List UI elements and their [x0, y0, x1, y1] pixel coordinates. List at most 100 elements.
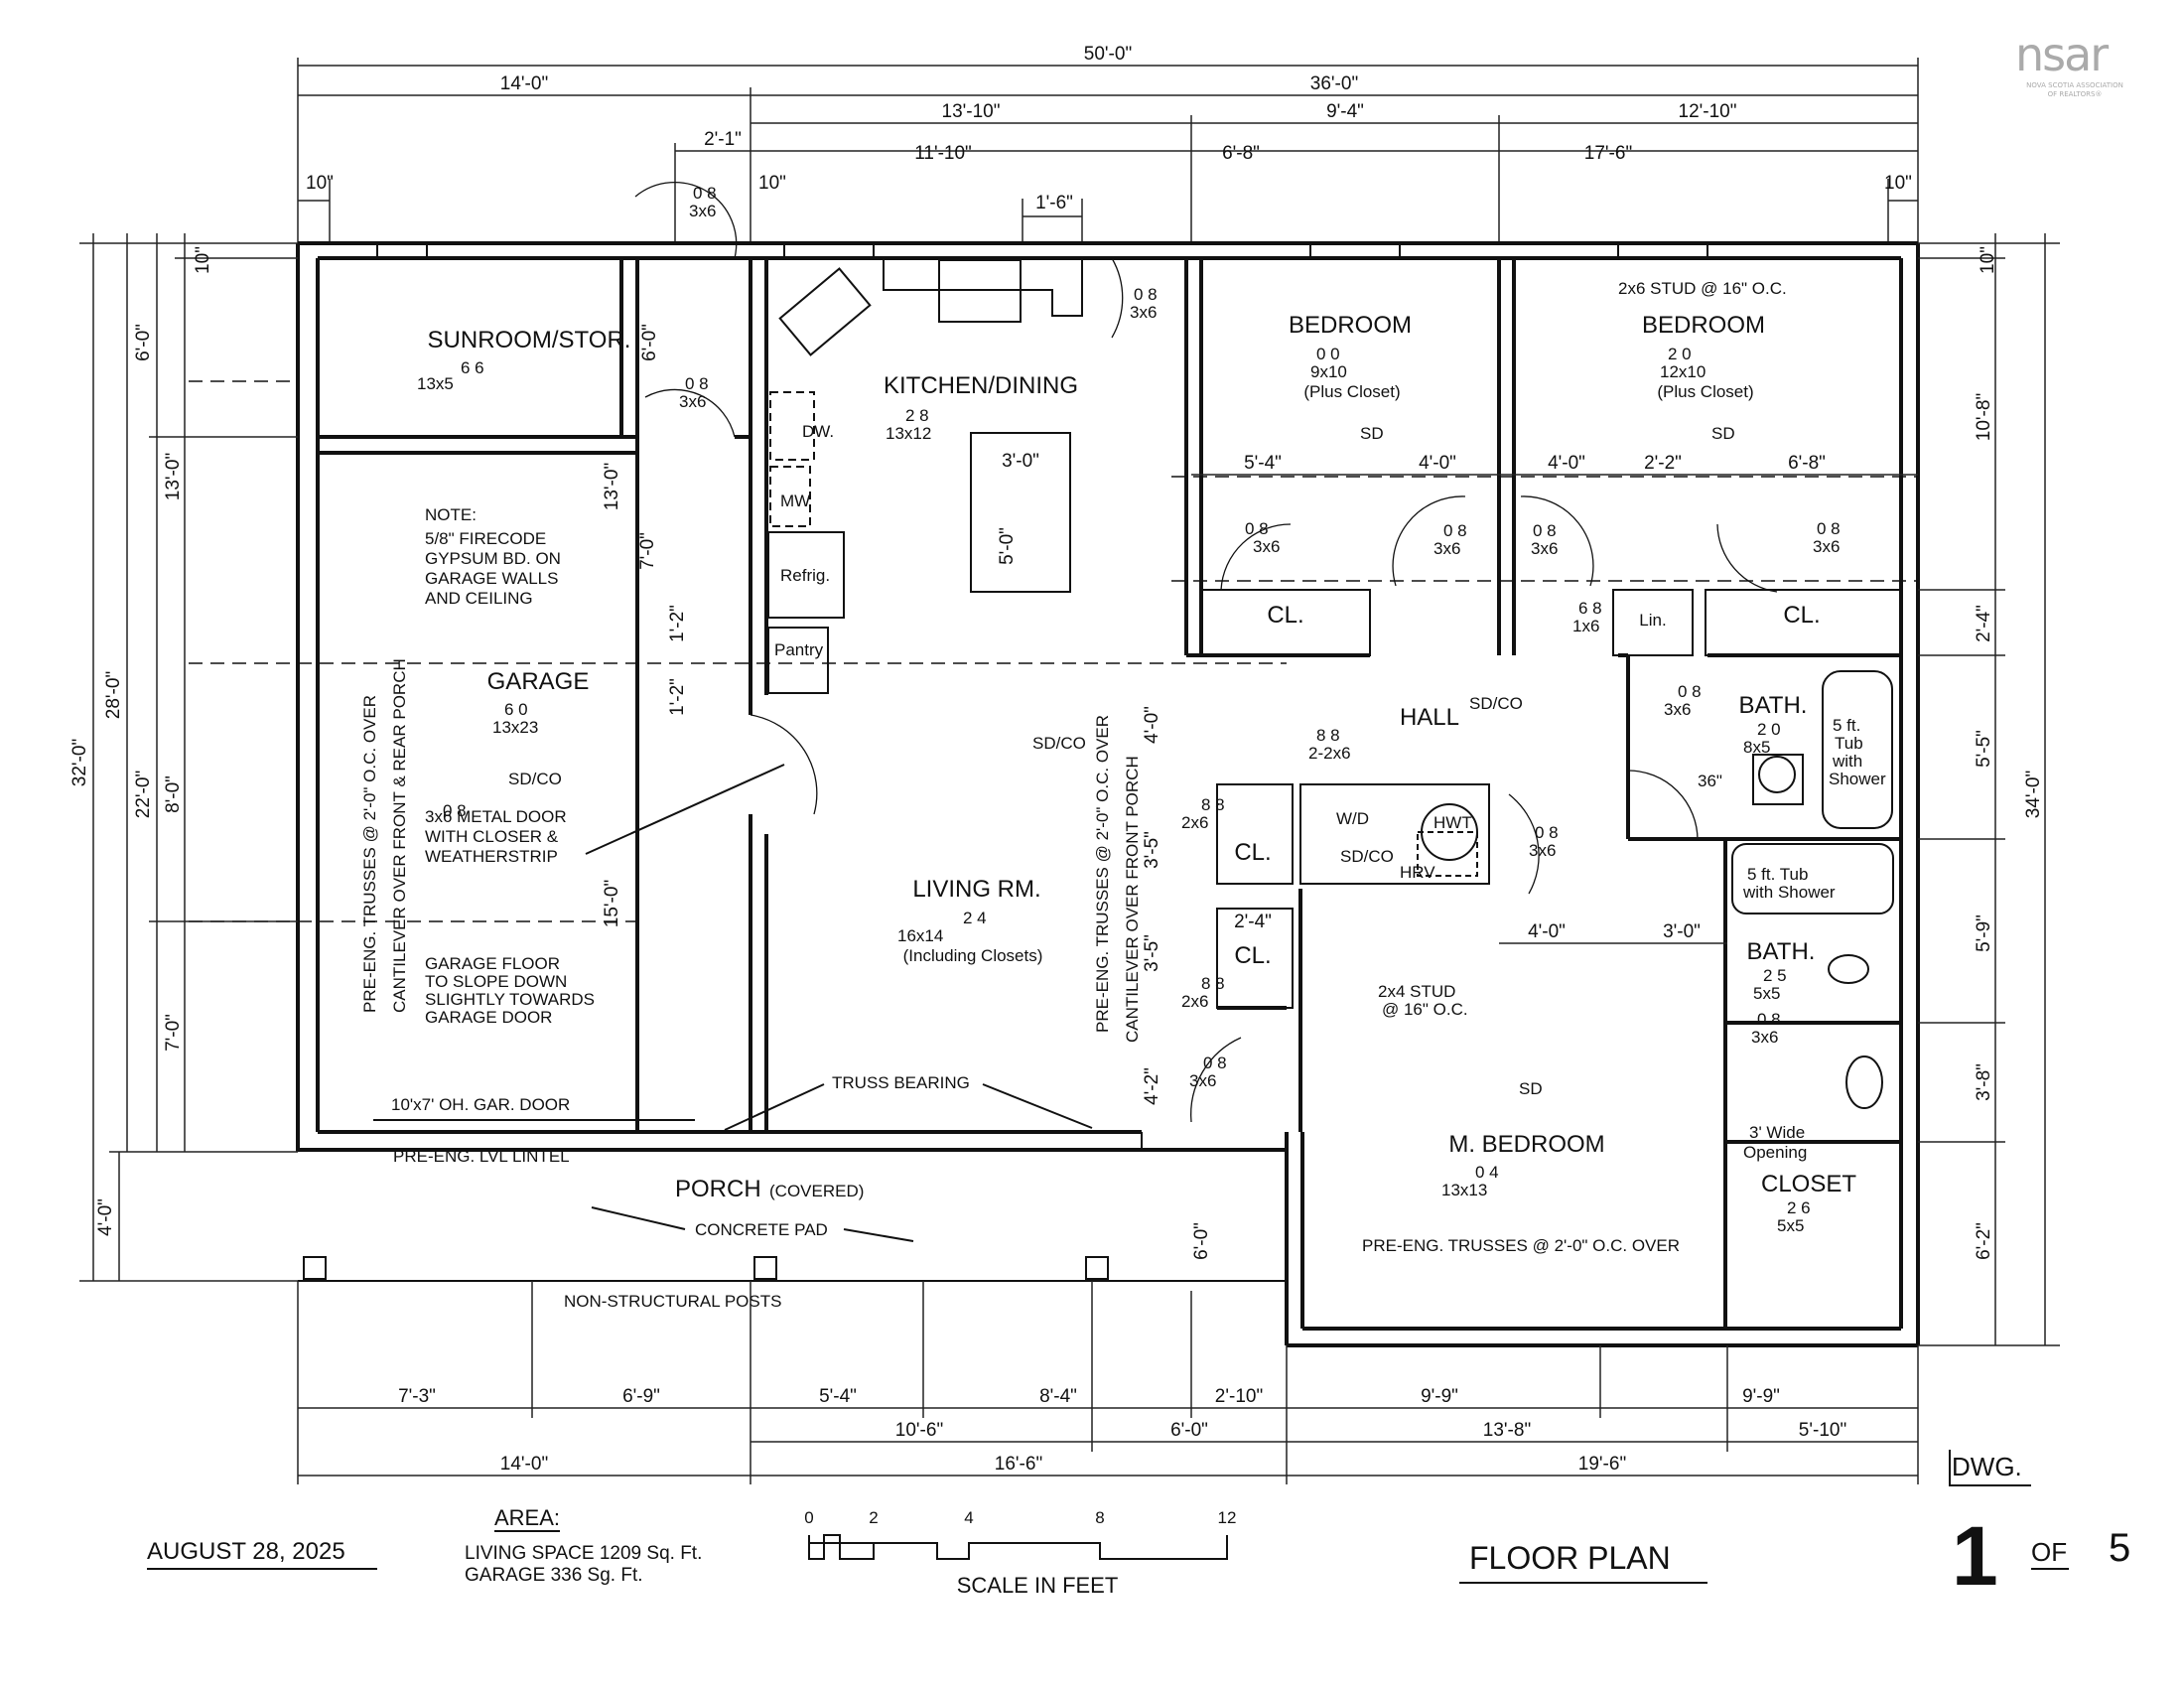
int-6-8: 6'-8" [1788, 453, 1826, 474]
door-3-type: 3x6 [679, 392, 706, 411]
posts-note: NON-STRUCTURAL POSTS [564, 1292, 781, 1311]
slope-note-2: TO SLOPE DOWN [425, 972, 567, 991]
dim-left-32: 32'-0" [69, 739, 90, 786]
dwg-label: DWG. [1952, 1452, 2022, 1481]
bedroom-2-ceiling: 2 0 [1668, 345, 1692, 363]
door-3-size: 0 8 [685, 374, 709, 393]
room-bedroom-1: BEDROOM [1289, 312, 1412, 339]
metal-door-note-1: 3x6 METAL DOOR [425, 807, 567, 826]
concrete-pad-note: CONCRETE PAD [695, 1220, 828, 1239]
dim-bot-9-9a: 9'-9" [1421, 1386, 1458, 1407]
garage-door-note: 10'x7' OH. GAR. DOOR [391, 1095, 570, 1114]
of-label: OF [2031, 1537, 2067, 1567]
dim-right-34: 34'-0" [2023, 771, 2044, 818]
right-dimensions: 10" 10'-8" 2'-4" 5'-5" 5'-9" 3'-8" 6'-2"… [1918, 233, 2060, 1346]
door-14-type: 3x6 [1189, 1071, 1216, 1090]
door-5-size: 0 8 [1443, 521, 1467, 540]
bath-1-ceiling: 2 0 [1757, 720, 1781, 739]
room-closet: CLOSET [1761, 1171, 1856, 1197]
door-7-type: 3x6 [1813, 537, 1840, 556]
label-hwt: HWT [1433, 813, 1472, 832]
room-bath-1: BATH. [1739, 692, 1808, 719]
bottom-dimensions: 7'-3" 6'-9" 5'-4" 8'-4" 2'-10" 9'-9" 9'-… [297, 1281, 1919, 1484]
dim-6-8: 6'-8" [1222, 143, 1260, 164]
dim-bot-14-0: 14'-0" [500, 1454, 548, 1475]
kitchen-size: 13x12 [886, 424, 931, 443]
garage-note-4: AND CEILING [425, 589, 533, 608]
master-sd: SD [1519, 1079, 1543, 1098]
dim-left-14: 14'-0" [500, 73, 548, 94]
closet-ceiling: 2 6 [1787, 1198, 1811, 1217]
master-size: 13x13 [1441, 1181, 1487, 1199]
clear-36-note: 36" [1698, 772, 1722, 790]
closet-label-1: CL. [1267, 602, 1303, 629]
int-6-0-garage: 6'-0" [639, 324, 660, 361]
dim-right-36: 36'-0" [1310, 73, 1358, 94]
bath-1-size: 8x5 [1743, 738, 1770, 757]
dim-left-28: 28'-0" [103, 671, 124, 719]
room-kitchen: KITCHEN/DINING [884, 372, 1078, 399]
living-ceiling: 2 4 [963, 909, 987, 927]
label-hrv: HRV [1400, 863, 1435, 882]
metal-door-note-2: WITH CLOSER & [425, 827, 559, 846]
drawing-title: FLOOR PLAN [1469, 1540, 1671, 1576]
kitchen-ceiling: 2 8 [905, 406, 929, 425]
door-2-size: 0 8 [1134, 285, 1158, 304]
int-4-0-hall: 4'-0" [1528, 921, 1566, 942]
annotations: DW. MW Refrig. Pantry SD/CO SD/CO SD/CO … [360, 184, 1918, 1311]
left-dimensions: 32'-0" 28'-0" 22'-0" 13'-0" 8'-0" 7'-0" … [69, 233, 298, 1282]
dim-12-10: 12'-10" [1679, 101, 1737, 122]
garage-size: 13x23 [492, 718, 538, 737]
trusses-master: PRE-ENG. TRUSSES @ 2'-0" O.C. OVER [1362, 1236, 1680, 1255]
door-11-type: 2x6 [1181, 813, 1208, 832]
door-11-size: 8 8 [1201, 795, 1225, 814]
int-7-0-garage: 7'-0" [637, 532, 658, 570]
dim-11-10: 11'-10" [914, 143, 972, 164]
int-6-0-porch: 6'-0" [1191, 1222, 1212, 1260]
dim-bot-5-10: 5'-10" [1799, 1420, 1846, 1441]
door-6-type: 3x6 [1531, 539, 1558, 558]
int-13-0-garage: 13'-0" [602, 463, 622, 510]
dim-right-2-4: 2'-4" [1974, 605, 1994, 642]
dim-bot-5-4: 5'-4" [819, 1386, 857, 1407]
scale-tick-12: 12 [1218, 1508, 1237, 1527]
title-block: AUGUST 28, 2025 AREA: LIVING SPACE 1209 … [147, 1450, 2130, 1603]
porch-qualifier: (COVERED) [769, 1182, 864, 1200]
dim-13-10: 13'-10" [942, 101, 1001, 122]
label-wd: W/D [1336, 809, 1369, 828]
door-1-type: 3x6 [689, 202, 716, 220]
int-4-2: 4'-2" [1142, 1067, 1162, 1105]
trusses-garage-1: PRE-ENG. TRUSSES @ 2'-0" O.C. OVER [360, 695, 379, 1013]
closet-label-4: CL. [1234, 942, 1271, 969]
dim-right-5-5: 5'-5" [1974, 730, 1994, 768]
bath-2-ceiling: 2 5 [1763, 966, 1787, 985]
dim-right-5-9: 5'-9" [1974, 914, 1994, 952]
tub-1-line-3: with [1832, 752, 1862, 771]
door-7-size: 0 8 [1817, 519, 1841, 538]
closet-label-2: CL. [1783, 602, 1820, 629]
room-garage: GARAGE [487, 668, 590, 695]
door-1-size: 0 8 [693, 184, 717, 203]
dim-bot-16-6: 16'-6" [995, 1454, 1042, 1475]
dim-bot-10-6: 10'-6" [895, 1420, 943, 1441]
stud-top-note: 2x6 STUD @ 16" O.C. [1618, 279, 1787, 298]
living-size: 16x14 [897, 926, 943, 945]
label-dw: DW. [802, 422, 834, 441]
door-2-type: 3x6 [1130, 303, 1157, 322]
dim-right-6-2: 6'-2" [1974, 1222, 1994, 1260]
slope-note-4: GARAGE DOOR [425, 1008, 552, 1027]
room-labels: SUNROOM/STOR. 6 6 13x5 KITCHEN/DINING 2 … [417, 312, 1856, 1235]
master-ceiling: 0 4 [1475, 1163, 1499, 1182]
dim-bot-2-10: 2'-10" [1215, 1386, 1263, 1407]
top-dimensions: 50'-0" 14'-0" 36'-0" 13'-10" 9'-4" 12'-1… [297, 44, 1919, 243]
int-3-0-hall: 3'-0" [1663, 921, 1701, 942]
int-4-0b: 4'-0" [1548, 453, 1585, 474]
dim-bot-8-4: 8'-4" [1039, 1386, 1077, 1407]
dim-1-6: 1'-6" [1035, 193, 1073, 213]
garage-note-1: 5/8" FIRECODE [425, 529, 546, 548]
bedroom-1-note: (Plus Closet) [1303, 382, 1400, 401]
area-living: LIVING SPACE 1209 Sq. Ft. [465, 1543, 702, 1564]
dim-left-22: 22'-0" [133, 771, 154, 818]
bedroom-2-sd: SD [1711, 424, 1735, 443]
slope-note-1: GARAGE FLOOR [425, 954, 560, 973]
